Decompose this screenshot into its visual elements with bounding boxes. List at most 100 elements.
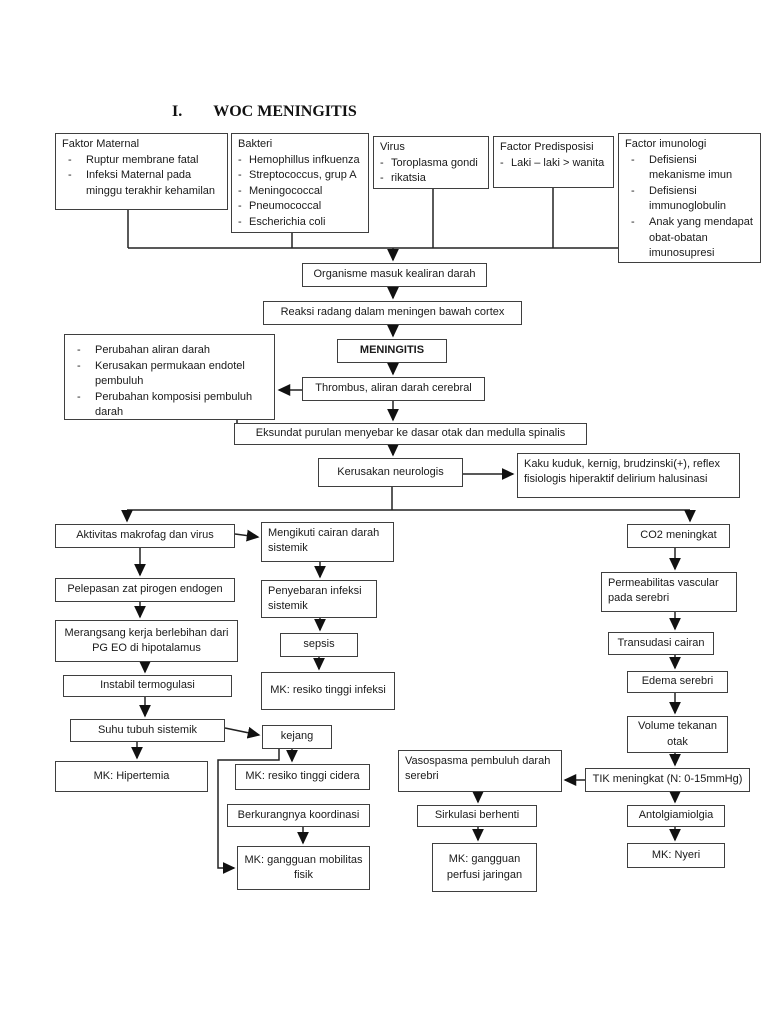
node-merangsang-hipotalamus: Merangsang kerja berlebihan dari PG EO d… [55, 620, 238, 662]
box-title: Faktor Maternal [62, 138, 140, 150]
node-kerusakan-neurologis: Kerusakan neurologis [318, 458, 463, 487]
box-items: -Hemophillus infkuenza-Streptococcus, gr… [238, 153, 362, 231]
title-numeral: I. [172, 103, 183, 120]
node-bakteri: Bakteri -Hemophillus infkuenza-Streptoco… [231, 133, 369, 233]
node-factor-imunologi: Factor imunologi - Defisiensi mekanisme i… [618, 133, 761, 263]
dash-bullet: - [68, 153, 72, 166]
list-item-text: Perubahan komposisi pembuluh darah [95, 390, 253, 419]
dash-bullet: - [631, 216, 635, 229]
node-co2-meningkat: CO2 meningkat [627, 524, 730, 548]
node-edema-serebri: Edema serebri [627, 671, 728, 693]
list-item: -Pneumococcal [238, 199, 362, 215]
list-item-text: Perubahan aliran darah [95, 344, 210, 356]
list-item-text: Toroplasma gondi [391, 156, 478, 169]
list-item: - Kerusakan permukaan endotel pembuluh [71, 359, 268, 390]
dash-bullet: - [500, 156, 504, 169]
list-item: -rikatsia [380, 171, 482, 187]
list-item-text: Defisiensi mekanisme imun [649, 153, 733, 182]
node-faktor-maternal: Faktor Maternal - Ruptur membrane fatal - I… [55, 133, 228, 210]
list-item: -Hemophillus infkuenza [238, 153, 362, 169]
box-title: Factor Predisposisi [500, 141, 594, 153]
dash-bullet: - [68, 169, 72, 182]
dash-bullet: - [631, 184, 635, 197]
node-meningitis: MENINGITIS [337, 339, 447, 363]
list-item-text: Infeksi Maternal pada minggu terakhir ke… [86, 169, 216, 197]
node-thrombus: Thrombus, aliran darah cerebral [302, 377, 485, 401]
dash-bullet: - [77, 359, 81, 372]
list-item-text: Streptococcus, grup A [249, 169, 357, 182]
list-item: - Defisiensi immunoglobulin [625, 184, 754, 215]
box-items: -Laki – laki > wanita [500, 156, 607, 172]
dash-bullet: - [238, 184, 242, 197]
list-item: - Infeksi Maternal pada minggu terakhir k… [62, 168, 221, 199]
node-instabil-termogulasi: Instabil termogulasi [63, 675, 232, 697]
node-virus: Virus -Toroplasma gondi-rikatsia [373, 136, 489, 189]
list-item: - Perubahan aliran darah [71, 343, 268, 359]
list-item: - Perubahan komposisi pembuluh darah [71, 390, 268, 421]
node-eksundat: Eksundat purulan menyebar ke dasar otak … [234, 423, 587, 445]
box-items: - Ruptur membrane fatal - Infeksi Maternal … [62, 153, 221, 200]
node-tik-meningkat: TIK meningkat (N: 0-15mmHg) [585, 768, 750, 792]
list-item: -Streptococcus, grup A [238, 168, 362, 184]
node-mk-gangguan-mobilitas: MK: gangguan mobilitas fisik [237, 846, 370, 890]
node-sirkulasi-berhenti: Sirkulasi berhenti [417, 805, 537, 827]
node-sepsis: sepsis [280, 633, 358, 657]
node-transudasi-cairan: Transudasi cairan [608, 632, 714, 655]
box-items: -Toroplasma gondi-rikatsia [380, 156, 482, 187]
dash-bullet: - [238, 200, 242, 213]
dash-bullet: - [238, 153, 242, 166]
list-item: - Ruptur membrane fatal [62, 153, 221, 169]
node-reaksi-radang: Reaksi radang dalam meningen bawah corte… [263, 301, 522, 325]
node-mk-nyeri: MK: Nyeri [627, 843, 725, 868]
dash-bullet: - [77, 390, 81, 403]
node-vasospasma: Vasospasma pembuluh darah serebri [398, 750, 562, 792]
list-item: -Laki – laki > wanita [500, 156, 607, 172]
node-organisme-masuk: Organisme masuk kealiran darah [302, 263, 487, 287]
dash-bullet: - [380, 156, 384, 169]
node-factor-predisposisi: Factor Predisposisi -Laki – laki > wanit… [493, 136, 614, 188]
node-mengikuti-cairan: Mengikuti cairan darah sistemik [261, 522, 394, 562]
node-kaku-kuduk: Kaku kuduk, kernig, brudzinski(+), refle… [517, 453, 740, 498]
node-suhu-tubuh: Suhu tubuh sistemik [70, 719, 225, 742]
dash-bullet: - [77, 344, 81, 356]
dash-bullet: - [238, 169, 242, 182]
dash-bullet: - [380, 172, 384, 185]
node-pelepasan-pirogen: Pelepasan zat pirogen endogen [55, 578, 235, 602]
node-antolgiamiolgia: Antolgiamiolgia [627, 805, 725, 827]
node-mk-hipertemia: MK: Hipertemia [55, 761, 208, 792]
box-title: Factor imunologi [625, 138, 707, 150]
node-berkurangnya-koordinasi: Berkurangnya koordinasi [227, 804, 370, 827]
dash-bullet: - [631, 153, 635, 166]
list-item-text: Defisiensi immunoglobulin [649, 184, 727, 213]
list-item: - Anak yang mendapat obat-obatan imunosup… [625, 215, 754, 262]
node-penyebaran-infeksi: Penyebaran infeksi sistemik [261, 580, 377, 618]
node-perubahan-pembuluh: - Perubahan aliran darah - Kerusakan permuk… [64, 334, 275, 420]
list-item-text: Escherichia coli [249, 216, 326, 229]
box-items: - Defisiensi mekanisme imun - Defisiensi im… [625, 153, 754, 262]
box-title: Bakteri [238, 138, 273, 150]
box-items: - Perubahan aliran darah - Kerusakan permuk… [71, 343, 268, 421]
node-mk-resiko-cidera: MK: resiko tinggi cidera [235, 764, 370, 790]
list-item-text: Meningococcal [249, 184, 323, 197]
page-title: I. WOC MENINGITIS [172, 103, 357, 121]
list-item-text: Anak yang mendapat obat-obatan imunosupr… [649, 216, 753, 260]
list-item-text: Kerusakan permukaan endotel pembuluh [95, 359, 245, 388]
list-item: -Meningococcal [238, 184, 362, 200]
list-item-text: Pneumococcal [249, 200, 322, 213]
node-permeabilitas-vascular: Permeabilitas vascular pada serebri [601, 572, 737, 612]
dash-bullet: - [238, 216, 242, 229]
list-item: - Defisiensi mekanisme imun [625, 153, 754, 184]
node-kejang: kejang [262, 725, 332, 749]
list-item: -Toroplasma gondi [380, 156, 482, 172]
list-item-text: Ruptur membrane fatal [86, 153, 199, 166]
title-text: WOC MENINGITIS [213, 103, 357, 120]
list-item-text: Hemophillus infkuenza [249, 153, 360, 166]
box-title: Virus [380, 141, 405, 153]
node-aktivitas-makrofag: Aktivitas makrofag dan virus [55, 524, 235, 548]
list-item-text: rikatsia [391, 172, 426, 185]
node-mk-gangguan-perfusi: MK: gangguan perfusi jaringan [432, 843, 537, 892]
list-item: -Escherichia coli [238, 215, 362, 231]
node-mk-resiko-infeksi: MK: resiko tinggi infeksi [261, 672, 395, 710]
node-volume-tekanan-otak: Volume tekanan otak [627, 716, 728, 753]
